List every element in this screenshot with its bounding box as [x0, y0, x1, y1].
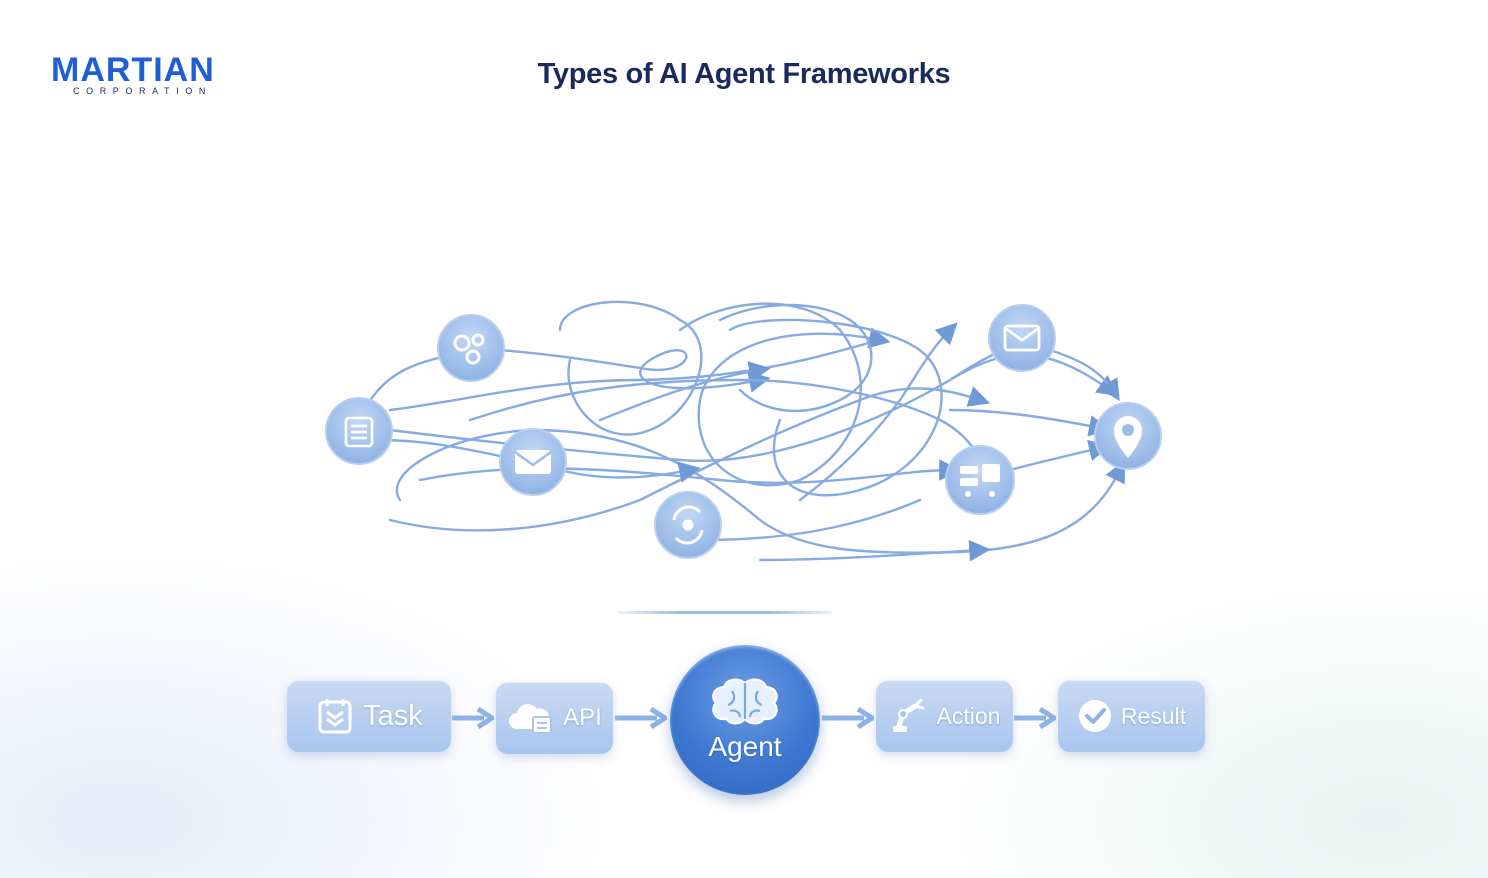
- tangle-line: [388, 386, 991, 532]
- api-label: API: [563, 704, 602, 731]
- tangle-line: [558, 300, 703, 436]
- node-clipboard: [325, 397, 393, 465]
- brain-icon: [712, 678, 778, 725]
- server-cart-icon: [960, 464, 1000, 497]
- tangled-network-diagram: [325, 300, 1162, 562]
- clipboard-icon: [344, 416, 374, 448]
- result-label: Result: [1120, 702, 1187, 729]
- pipeline-step-result: Result: [1058, 680, 1205, 752]
- pipeline-step-task: Task: [287, 680, 451, 752]
- tangle-line: [948, 408, 1111, 437]
- tangle-line: [558, 461, 701, 483]
- logo-subtitle: CORPORATION: [73, 86, 212, 96]
- pipeline-step-action: Action: [876, 680, 1013, 752]
- section-divider: [618, 611, 832, 614]
- node-envelope: [499, 428, 567, 496]
- tangle-line: [388, 338, 882, 412]
- pipeline-step-api: API: [496, 682, 613, 754]
- task-checklist-icon: [318, 699, 352, 734]
- tangle-line: [1008, 439, 1111, 472]
- node-location-pin: [1094, 402, 1162, 470]
- location-pin-icon: [1114, 416, 1142, 458]
- tangle-line: [1048, 348, 1120, 402]
- node-sync-cycle: [654, 491, 722, 559]
- arrow-right-icon: [822, 706, 874, 730]
- checkmark-circle-icon: [1078, 700, 1111, 732]
- arrow-right-icon: [615, 706, 667, 730]
- action-label: Action: [936, 702, 1001, 729]
- tangle-line: [728, 318, 943, 497]
- page-title: Types of AI Agent Frameworks: [537, 58, 951, 90]
- node-gear-cluster: [437, 314, 505, 382]
- tangle-line: [758, 539, 991, 562]
- task-label: Task: [363, 699, 423, 732]
- node-mail-tray: [988, 304, 1056, 372]
- tangle-line: [598, 361, 771, 422]
- node-server-cart: [945, 445, 1015, 515]
- arrow-right-icon: [1014, 706, 1056, 730]
- logo-wordmark: MARTIAN: [51, 51, 215, 89]
- agent-label: Agent: [708, 731, 782, 762]
- martian-logo: MARTIAN CORPORATION: [51, 52, 241, 102]
- mail-tray-icon: [1003, 324, 1041, 352]
- tangle-line: [718, 303, 873, 413]
- tangle-line: [698, 498, 922, 542]
- tangle-line: [498, 348, 771, 393]
- robot-arm-icon: [892, 698, 925, 732]
- tangle-line: [798, 322, 958, 502]
- gear-cluster-icon: [453, 333, 485, 365]
- cloud-api-icon: [509, 704, 553, 734]
- tangle-line: [395, 428, 1125, 554]
- tangle-line: [678, 302, 891, 487]
- envelope-icon: [514, 450, 552, 474]
- agent-node: Agent: [670, 645, 820, 795]
- sync-cycle-icon: [672, 505, 704, 545]
- arrow-right-icon: [452, 706, 494, 730]
